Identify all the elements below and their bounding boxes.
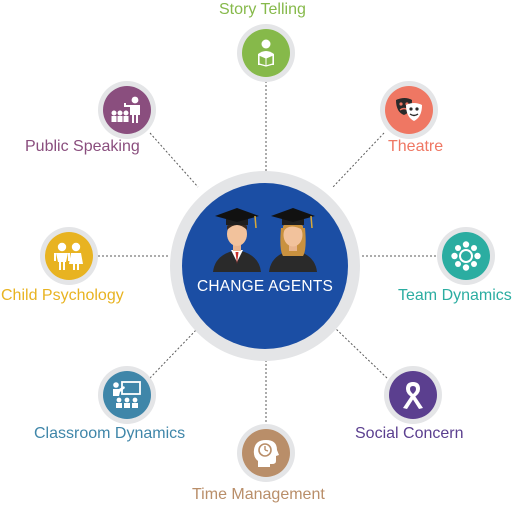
node-theatre bbox=[380, 81, 438, 139]
graduates-icon bbox=[213, 208, 317, 272]
person-reading-icon bbox=[258, 39, 274, 67]
connector-public-speaking bbox=[149, 132, 199, 188]
male-graduate-icon bbox=[213, 208, 261, 272]
node-public-speaking-circle bbox=[103, 86, 151, 134]
classroom-presenter-icon bbox=[113, 381, 141, 408]
label-time-management: Time Management bbox=[192, 486, 325, 503]
node-time-management-circle bbox=[242, 429, 290, 477]
label-theatre: Theatre bbox=[388, 138, 444, 155]
node-child-psychology-circle bbox=[45, 232, 93, 280]
awareness-ribbon-icon bbox=[403, 382, 423, 409]
team-circle-icon bbox=[451, 241, 481, 271]
hub-title: CHANGE AGENTS bbox=[196, 278, 334, 295]
node-theatre-circle bbox=[385, 86, 433, 134]
connector-classroom-dynamics bbox=[149, 327, 199, 379]
node-team-dynamics-circle bbox=[442, 232, 490, 280]
female-graduate-icon bbox=[269, 208, 317, 272]
connector-social-concern bbox=[334, 327, 388, 379]
speaker-audience-icon bbox=[111, 96, 140, 123]
label-team-dynamics: Team Dynamics bbox=[398, 287, 512, 304]
node-team-dynamics bbox=[437, 227, 495, 285]
children-icon bbox=[54, 242, 83, 270]
hub-circle bbox=[182, 183, 348, 349]
node-child-psychology bbox=[40, 227, 98, 285]
label-child-psychology: Child Psychology bbox=[1, 287, 124, 304]
label-public-speaking: Public Speaking bbox=[25, 138, 140, 155]
node-public-speaking bbox=[98, 81, 156, 139]
label-story-telling: Story Telling bbox=[219, 1, 306, 18]
node-story-telling bbox=[237, 24, 295, 82]
node-story-telling-circle bbox=[242, 29, 290, 77]
node-social-concern-circle bbox=[389, 371, 437, 419]
connector-theatre bbox=[332, 132, 385, 188]
label-social-concern: Social Concern bbox=[355, 425, 464, 442]
label-classroom-dynamics: Classroom Dynamics bbox=[34, 425, 186, 442]
node-time-management bbox=[237, 424, 295, 482]
theatre-masks-icon bbox=[396, 98, 422, 121]
node-classroom-dynamics-circle bbox=[103, 371, 151, 419]
head-clock-icon bbox=[253, 440, 279, 467]
node-classroom-dynamics bbox=[98, 366, 156, 424]
node-social-concern bbox=[384, 366, 442, 424]
